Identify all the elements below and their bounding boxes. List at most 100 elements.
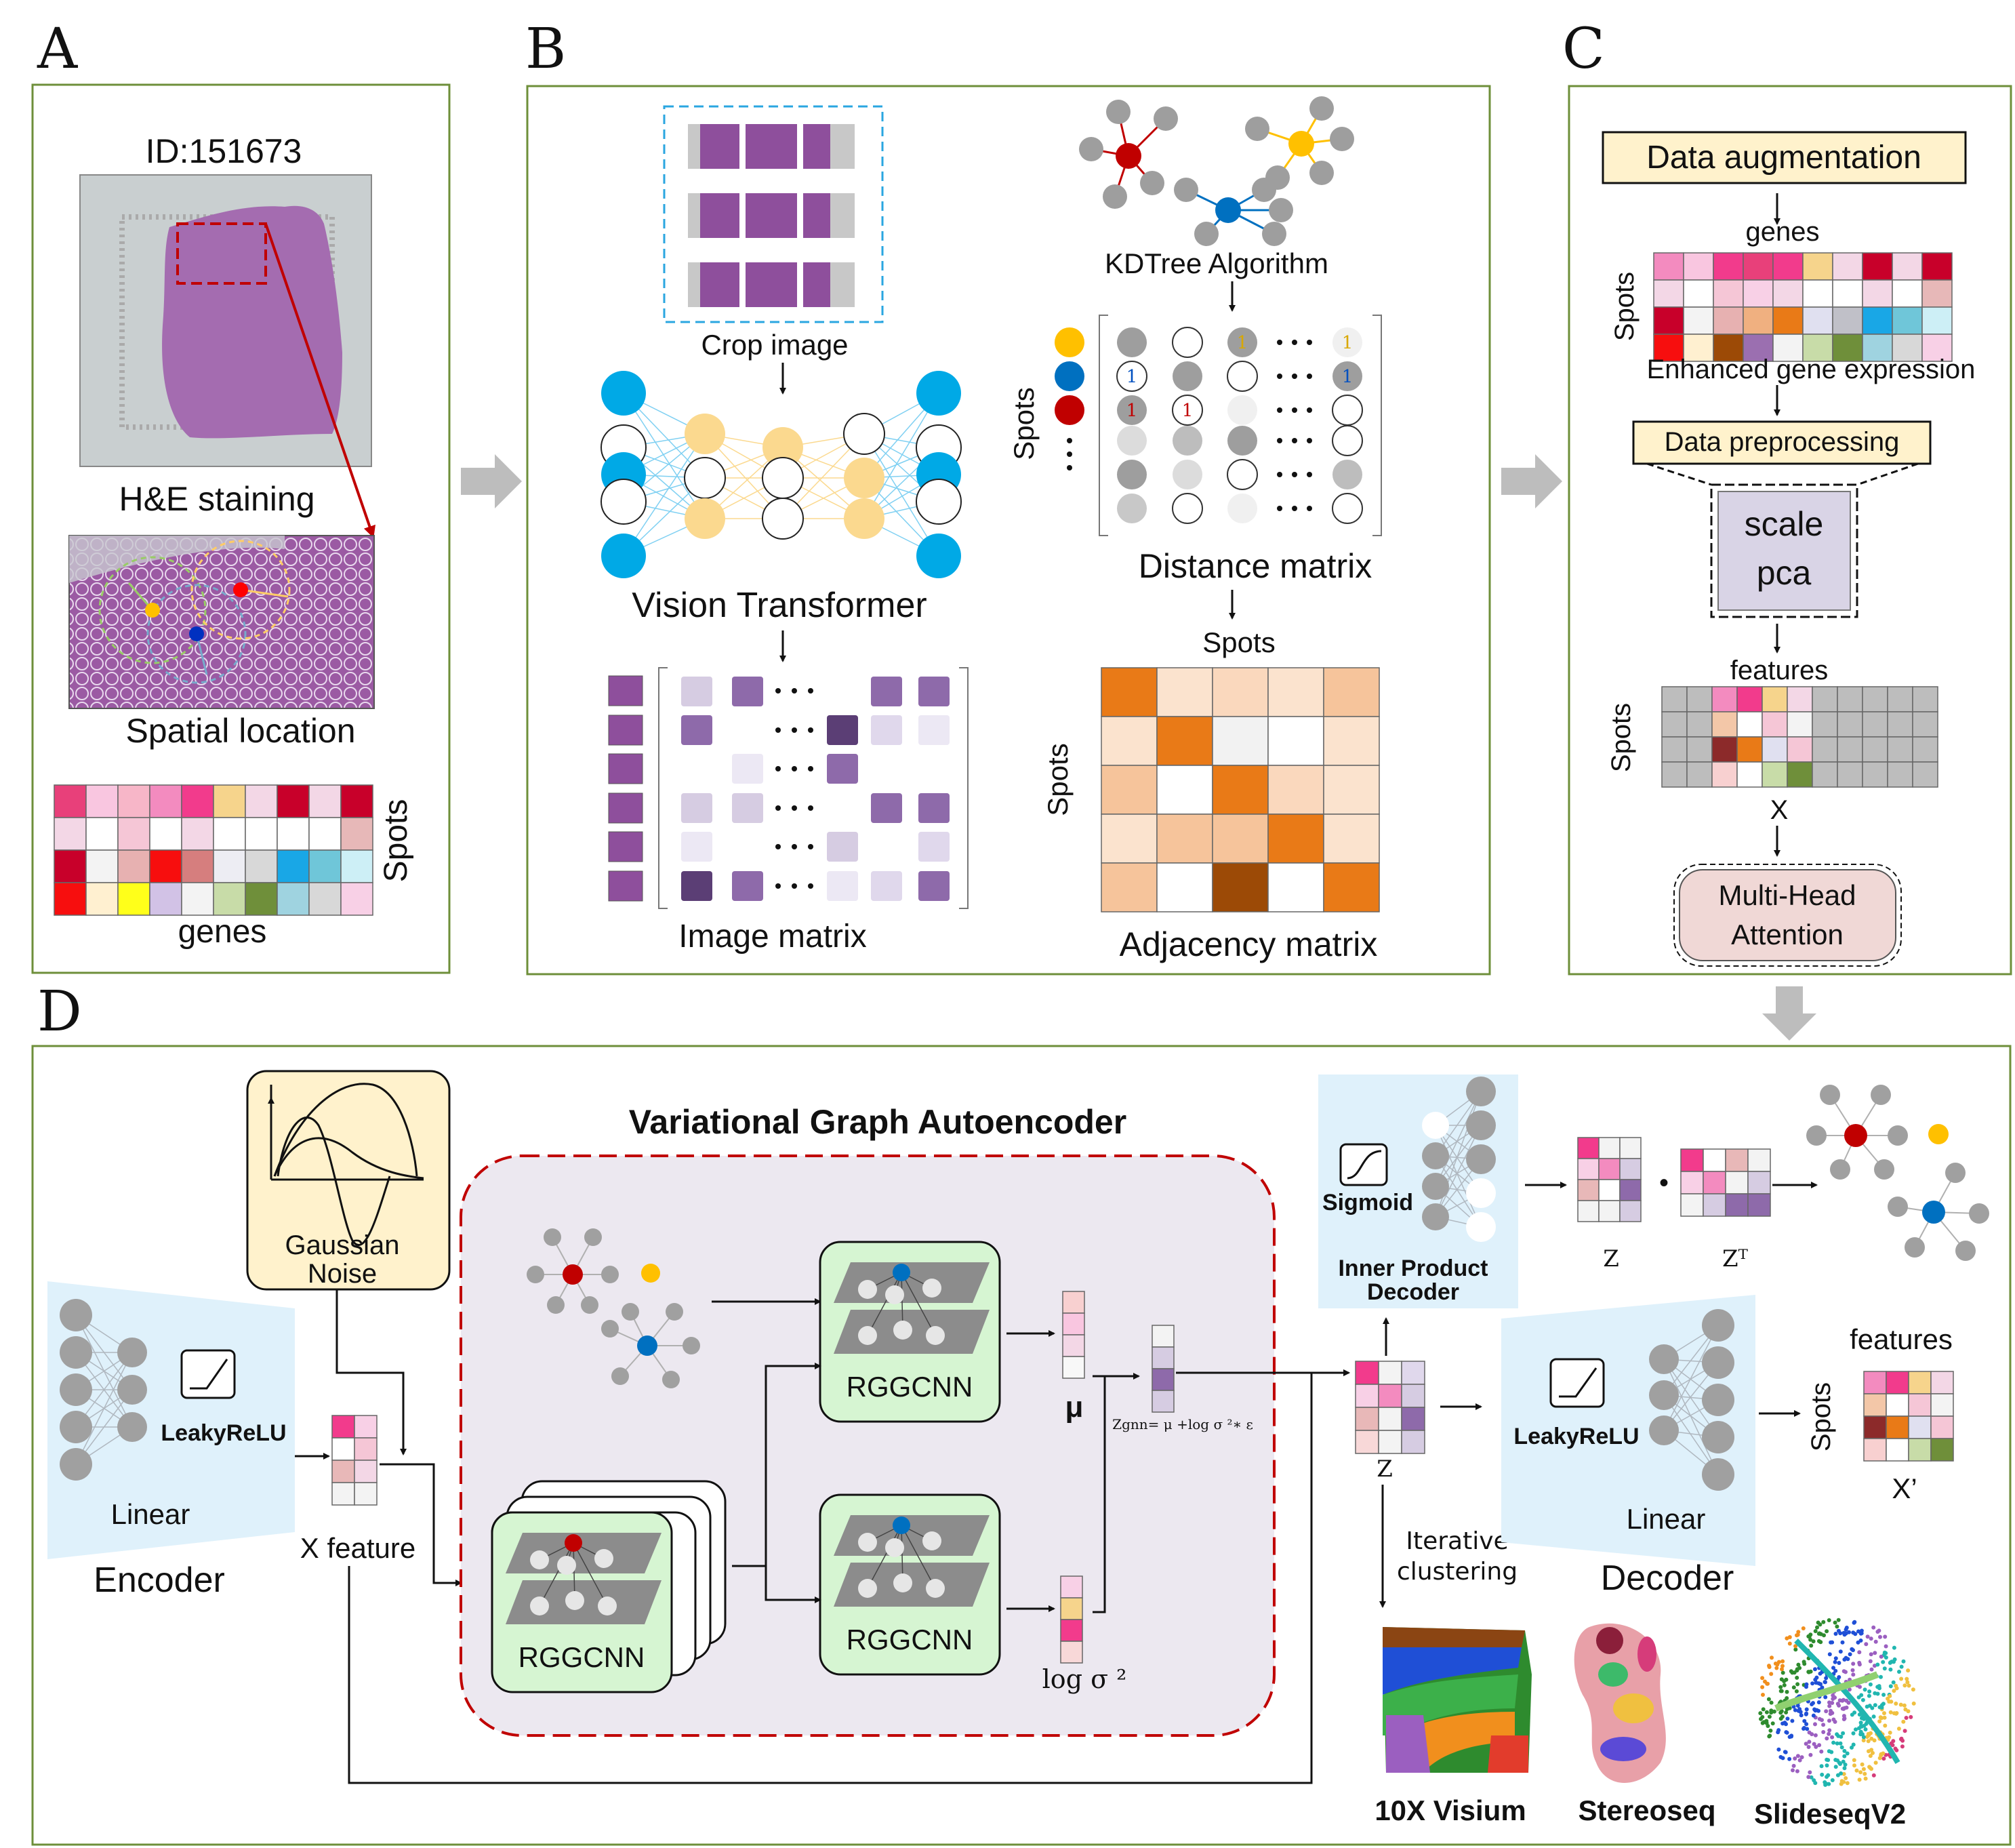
slideseq-bead xyxy=(1810,1702,1814,1706)
x-prime-cell xyxy=(1908,1393,1932,1417)
slideseq-bead xyxy=(1873,1761,1878,1765)
slideseq-bead xyxy=(1816,1700,1821,1705)
ellipsis-dot xyxy=(792,844,797,849)
slideseq-bead xyxy=(1853,1632,1858,1636)
adjacency-cell xyxy=(1212,813,1269,864)
x-prime-cell xyxy=(1863,1415,1887,1439)
slideseq-bead xyxy=(1761,1693,1765,1697)
slideseq-bead xyxy=(1869,1667,1874,1672)
out-graph-red-node xyxy=(1874,1159,1894,1180)
slideseq-bead xyxy=(1814,1681,1818,1685)
spot-marker xyxy=(1055,361,1084,391)
z-center-cell xyxy=(1378,1430,1402,1454)
slideseq-bead xyxy=(1762,1720,1766,1725)
slideseq-bead xyxy=(1813,1708,1818,1713)
rggcnn-node xyxy=(858,1533,877,1552)
ellipsis-dot xyxy=(1307,340,1312,345)
ellipsis-dot xyxy=(792,805,797,811)
slideseq-bead xyxy=(1868,1754,1873,1759)
rggcnn-label: RGGCNN xyxy=(518,1641,645,1673)
ellipsis-dot xyxy=(792,688,797,694)
slideseq-bead xyxy=(1860,1698,1865,1702)
rggcnn-mu: RGGCNN xyxy=(819,1241,1001,1423)
z-center-label: Z xyxy=(1377,1455,1393,1483)
slideseq-bead xyxy=(1875,1630,1880,1634)
logsigma-cell xyxy=(1060,1575,1083,1599)
x-feature-matrix xyxy=(331,1415,378,1506)
feature-x-cell xyxy=(1912,736,1938,763)
gene-a-cell xyxy=(181,882,214,916)
zt-cell xyxy=(1680,1193,1704,1217)
slideseq-bead xyxy=(1769,1700,1774,1705)
slideseq-bead xyxy=(1873,1639,1878,1644)
rggcnn-node xyxy=(858,1579,877,1598)
slideseq-bead xyxy=(1793,1644,1798,1649)
feature-x-cell xyxy=(1887,761,1913,788)
out-graph-blue-node xyxy=(1955,1241,1976,1261)
enhanced-gene-cell xyxy=(1653,279,1684,308)
feature-x-cell xyxy=(1912,761,1938,788)
slideseq-bead xyxy=(1804,1682,1809,1687)
slideseq-bead xyxy=(1835,1741,1839,1746)
vgae-graph-yellow xyxy=(641,1264,660,1283)
encoder-linear: Linear xyxy=(111,1498,190,1530)
gene-a-cell xyxy=(340,817,373,851)
feature-x-cell xyxy=(1736,761,1763,788)
slideseq-bead xyxy=(1795,1704,1800,1708)
zgnn-cell xyxy=(1152,1368,1175,1391)
ellipsis-dot xyxy=(1067,438,1072,443)
image-patch xyxy=(608,675,643,706)
slideseq-bead xyxy=(1812,1742,1816,1746)
x-prime-cell xyxy=(1908,1371,1932,1394)
arrow-stack-to-rggcnn-sigma xyxy=(765,1566,821,1603)
slideseq-bead xyxy=(1841,1717,1846,1721)
platform-stereoseq: Stereoseq xyxy=(1578,1794,1715,1826)
visium-cluster-map xyxy=(1383,1627,1532,1773)
slideseq-bead xyxy=(1906,1709,1911,1714)
slideseq-bead xyxy=(1815,1625,1819,1630)
gene-a-cell xyxy=(149,882,182,916)
slideseq-bead xyxy=(1857,1662,1862,1667)
image-feature-cell xyxy=(871,677,902,706)
image-feature-cell xyxy=(827,871,858,901)
zgnn-cell xyxy=(1152,1390,1175,1413)
gene-a-cell xyxy=(85,849,119,883)
decoder-node xyxy=(1702,1421,1734,1453)
slideseq-bead xyxy=(1873,1703,1877,1708)
out-graph-blue-node xyxy=(1905,1237,1925,1258)
slideseq-bead xyxy=(1810,1681,1815,1686)
gene-a-cell xyxy=(85,882,119,916)
adjacency-cell xyxy=(1267,716,1324,766)
slideseq-bead xyxy=(1850,1647,1854,1651)
vgae-graph-blue-node xyxy=(666,1303,683,1321)
image-feature-cell xyxy=(681,677,712,706)
vit-hidden-node xyxy=(685,414,725,454)
rggcnn-node xyxy=(922,1531,941,1550)
slideseq-bead xyxy=(1897,1670,1901,1674)
inner-decoder-node xyxy=(1466,1077,1496,1106)
slideseq-bead xyxy=(1841,1780,1846,1784)
slideseq-bead xyxy=(1779,1689,1784,1693)
distance-node xyxy=(1117,395,1147,425)
slideseq-bead xyxy=(1902,1729,1907,1733)
feature-x-cell xyxy=(1862,736,1888,763)
vgae-graph-red-center xyxy=(563,1264,583,1285)
slideseq-bead xyxy=(1892,1645,1896,1650)
slideseq-bead xyxy=(1769,1708,1774,1713)
slideseq-bead xyxy=(1911,1687,1915,1692)
slideseq-bead xyxy=(1878,1715,1883,1720)
crop-tile-edge xyxy=(688,124,700,169)
slideseq-bead xyxy=(1842,1754,1847,1759)
image-feature-cell xyxy=(732,754,763,784)
slideseq-bead xyxy=(1851,1742,1856,1747)
decoder-edge xyxy=(1663,1359,1719,1475)
slideseq-bead xyxy=(1894,1686,1899,1691)
vit-hidden-node xyxy=(762,498,804,540)
slideseq-bead xyxy=(1878,1634,1882,1639)
enhanced-gene-cell xyxy=(1832,306,1863,335)
spot-marker xyxy=(1055,327,1084,357)
slideseq-bead xyxy=(1825,1763,1829,1768)
enhanced-gene-cell xyxy=(1862,306,1893,335)
slideseq-bead xyxy=(1758,1711,1763,1716)
slideseq-bead xyxy=(1767,1714,1772,1719)
